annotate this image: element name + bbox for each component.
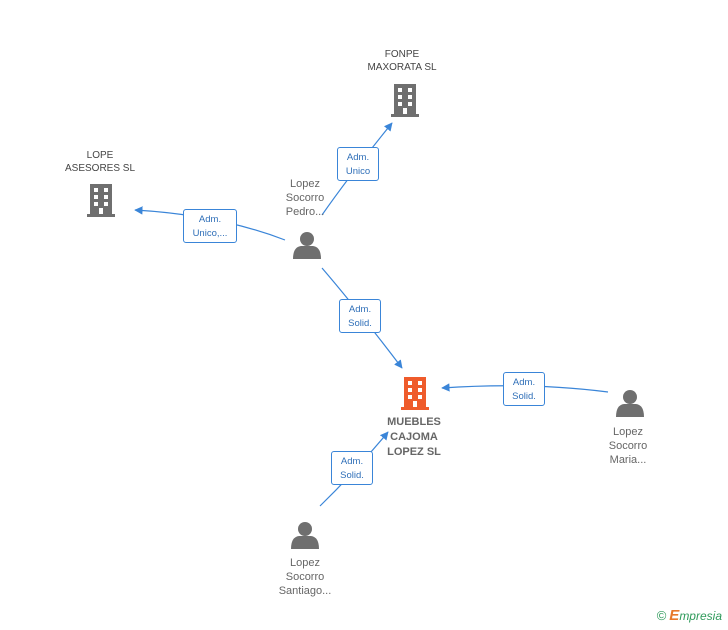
- edge-label-maria-main[interactable]: Adm. Solid.: [503, 372, 545, 406]
- brand-e: E: [669, 607, 680, 624]
- edge-label-santiago-main[interactable]: Adm. Solid.: [331, 451, 373, 485]
- person-icon-santiago[interactable]: [291, 522, 319, 549]
- empresia-logo: ©Empresia: [657, 607, 722, 624]
- building-icon-fonpe[interactable]: [391, 84, 419, 117]
- company-label-lope[interactable]: LOPE ASESORES SL: [64, 150, 136, 174]
- company-label-fonpe[interactable]: FONPE MAXORATA SL: [367, 49, 437, 73]
- company-label-main[interactable]: MUEBLES CAJOMA LOPEZ SL: [387, 416, 441, 458]
- person-label-santiago[interactable]: Lopez Socorro Santiago...: [278, 557, 332, 597]
- brand-text: mpresia: [679, 609, 722, 623]
- person-label-pedro[interactable]: Lopez Socorro Pedro...: [285, 178, 325, 218]
- copyright-icon: ©: [656, 608, 667, 623]
- edge-label-pedro-lope[interactable]: Adm. Unico,...: [183, 209, 237, 243]
- person-icon-maria[interactable]: [616, 390, 644, 417]
- person-label-maria[interactable]: Lopez Socorro Maria...: [608, 426, 648, 466]
- building-icon-main[interactable]: [401, 377, 429, 410]
- edge-label-pedro-main[interactable]: Adm. Solid.: [339, 299, 381, 333]
- building-icon-lope[interactable]: [87, 184, 115, 217]
- edge-label-pedro-fonpe[interactable]: Adm. Unico: [337, 147, 379, 181]
- person-icon-pedro[interactable]: [293, 232, 321, 259]
